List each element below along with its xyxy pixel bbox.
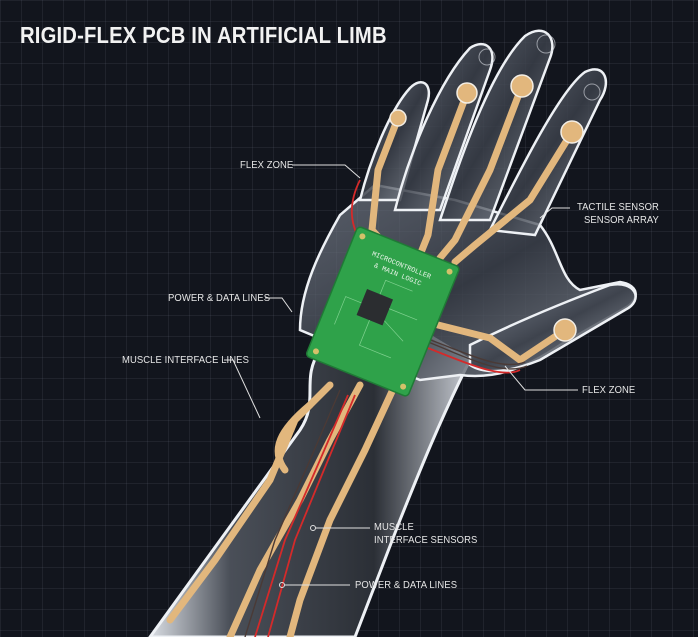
callout-muscle-interface-lines: MUSCLE INTERFACE LINES [122,354,249,366]
tactile-sensor-pads [389,74,584,342]
callout-leaders [224,164,578,588]
callout-power-data-lower: POWER & DATA LINES [355,579,458,591]
diagram-title: RIGID-FLEX PCB IN ARTIFICIAL LIMB [20,22,387,48]
rigid-pcb-board: MICROCONTROLLER & MAIN LOGIC [306,226,460,397]
callout-flex-zone-thumb: FLEX ZONE [582,384,636,396]
callout-muscle-interface-sensors: MUSCLE INTERFACE SENSORS [374,521,477,547]
callout-tactile-sensor-line2: SENSOR ARRAY [584,214,659,226]
flex-circuit-traces [166,82,576,637]
callout-muscle-line1: MUSCLE [374,521,414,533]
data-wires [244,337,528,637]
callout-muscle-line2: INTERFACE SENSORS [374,534,478,546]
microcontroller-chip [356,288,394,326]
callout-flex-zone-top: FLEX ZONE [240,159,294,171]
callout-power-data-upper: POWER & DATA LINES [168,292,271,304]
callout-tactile-sensor: TACTILE SENSOR SENSOR ARRAY [577,201,659,227]
callout-tactile-sensor-line1: TACTILE SENSOR [577,201,659,213]
